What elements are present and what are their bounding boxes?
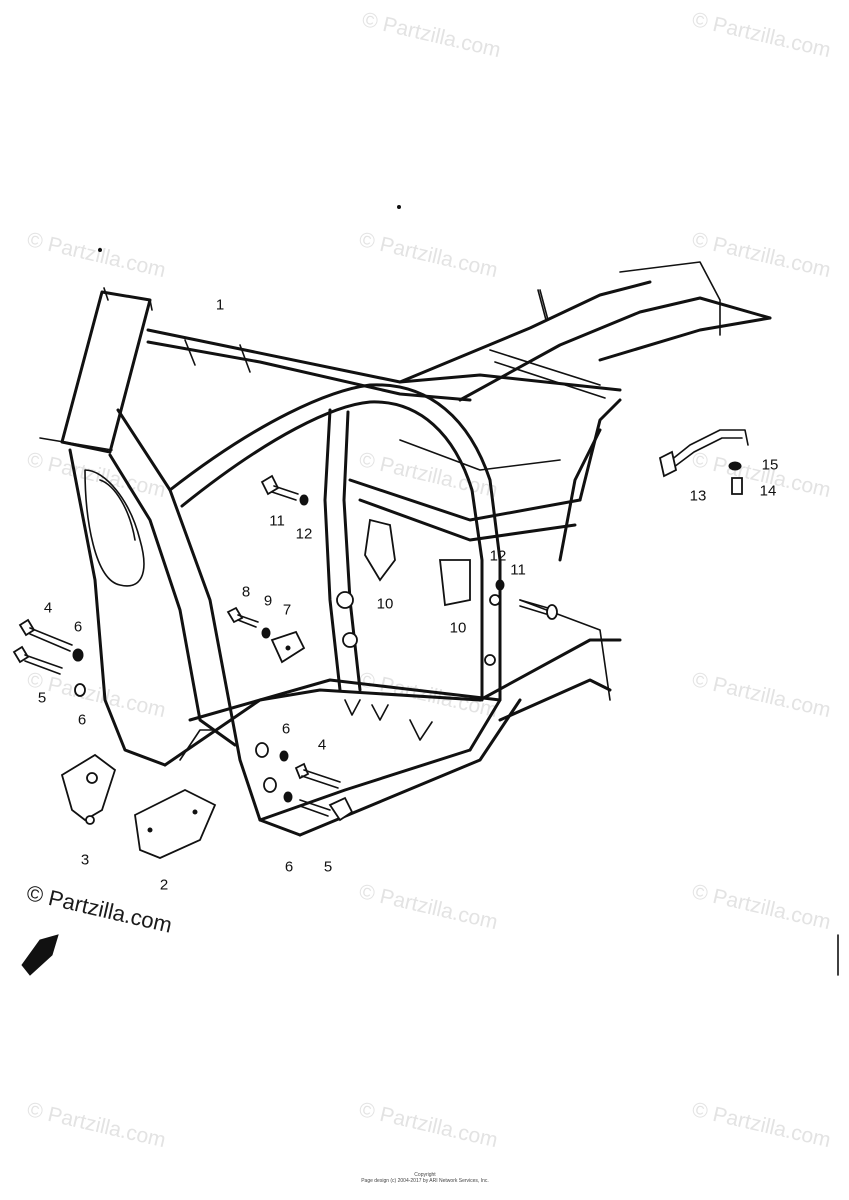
copyright-label: Copyright	[414, 1172, 436, 1178]
callout-c2: 2	[159, 876, 169, 894]
callout-c6a: 6	[73, 618, 83, 636]
callout-c12b: 12	[489, 547, 507, 565]
callout-c12a: 12	[295, 525, 313, 543]
forward-arrow-icon	[21, 934, 59, 976]
frame-brackets	[336, 518, 501, 741]
part-3-plate	[60, 753, 117, 825]
callout-c11a: 11	[269, 512, 285, 530]
callout-c7: 7	[282, 601, 292, 619]
callout-c11b: 11	[510, 561, 526, 579]
callout-c4b: 4	[317, 736, 327, 754]
speck	[98, 248, 102, 252]
bolt-group-middle	[226, 606, 306, 664]
lower-rails	[163, 398, 622, 767]
callout-c8: 8	[241, 583, 251, 601]
callout-c9: 9	[263, 592, 273, 610]
main-cradle	[168, 383, 522, 837]
bolt-group-right	[658, 429, 749, 495]
callout-c5a: 5	[37, 689, 47, 707]
speck	[397, 205, 401, 209]
copyright-footer: Copyright Page design (c) 2004-2017 by A…	[350, 1172, 500, 1184]
top-rails	[146, 261, 772, 402]
callout-c13: 13	[689, 487, 707, 505]
callout-c1: 1	[215, 296, 225, 314]
copyright-line: Page design (c) 2004-2017 by ARI Network…	[361, 1178, 489, 1184]
callout-c10a: 10	[376, 595, 394, 613]
callout-c6c: 6	[281, 720, 291, 738]
callout-c6d: 6	[284, 858, 294, 876]
bolt-group-upper	[260, 474, 558, 620]
part-2-bracket	[134, 729, 217, 859]
callout-c15: 15	[761, 456, 779, 474]
callout-c10b: 10	[449, 619, 467, 637]
steering-head	[39, 287, 153, 454]
bolt-group-center	[255, 742, 354, 822]
callout-c14: 14	[759, 482, 777, 500]
front-downtubes	[68, 408, 302, 837]
callout-c6b: 6	[77, 711, 87, 729]
bolt-group-left	[12, 618, 86, 697]
callout-c5b: 5	[323, 858, 333, 876]
callout-c4a: 4	[43, 599, 53, 617]
callout-c3: 3	[80, 851, 90, 869]
